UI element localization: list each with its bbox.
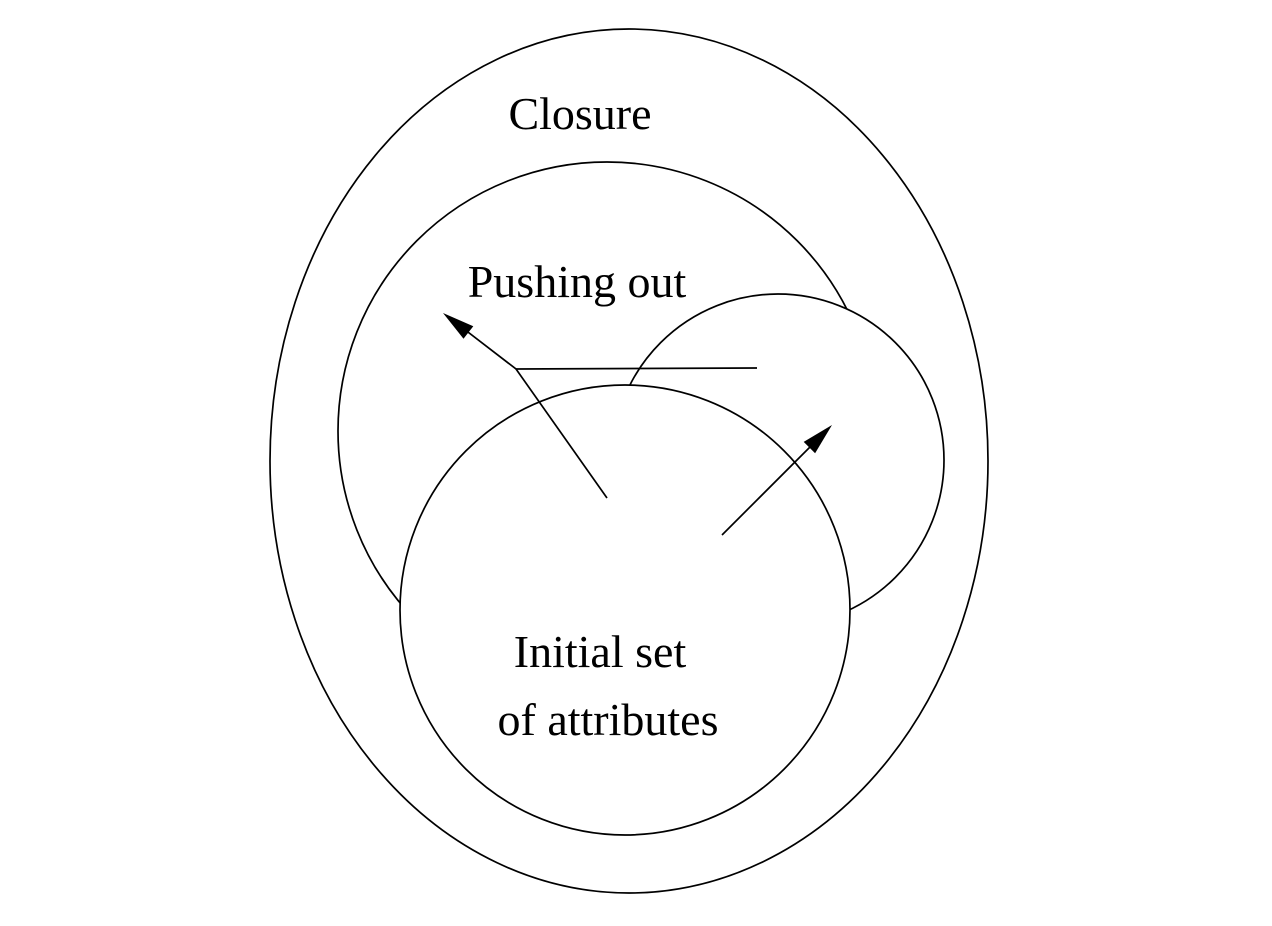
initial-set-label-line1: Initial set [514, 626, 687, 677]
pushing-out-label: Pushing out [468, 256, 687, 307]
right-arrow-shaft [721, 444, 813, 536]
left-arrow-head [443, 313, 474, 339]
initial-set-label-line2: of attributes [498, 694, 719, 745]
right-arrow-head [803, 425, 832, 454]
initial-set-circle [399, 384, 851, 836]
closure-label: Closure [508, 88, 651, 139]
left-arrow-shaft [450, 318, 608, 499]
horizontal-separator-line [515, 367, 758, 370]
